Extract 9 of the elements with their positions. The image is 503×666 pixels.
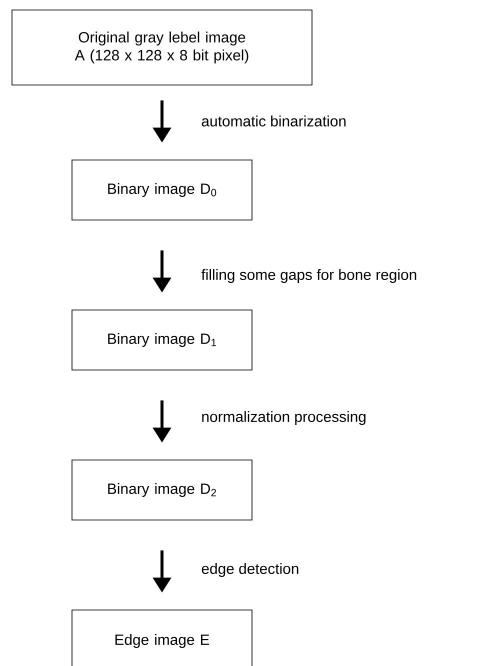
process-box: Binary image D$_{0}$ — [72, 160, 252, 220]
process-box: Binary image D$_{2}$ — [72, 460, 252, 520]
process-box: Original gray lebel image A (128 x 128 x 8 bit pixel) — [12, 10, 312, 86]
process-box: Edge image E — [72, 610, 252, 666]
edge-label: normalization processing — [202, 411, 366, 425]
edge-label: automatic binarization — [202, 116, 346, 126]
process-box: Binary image D$_{1}$ — [72, 310, 252, 370]
edge-label: edge detection — [202, 563, 298, 577]
edge-label: filling some gaps for bone region — [201, 269, 416, 283]
